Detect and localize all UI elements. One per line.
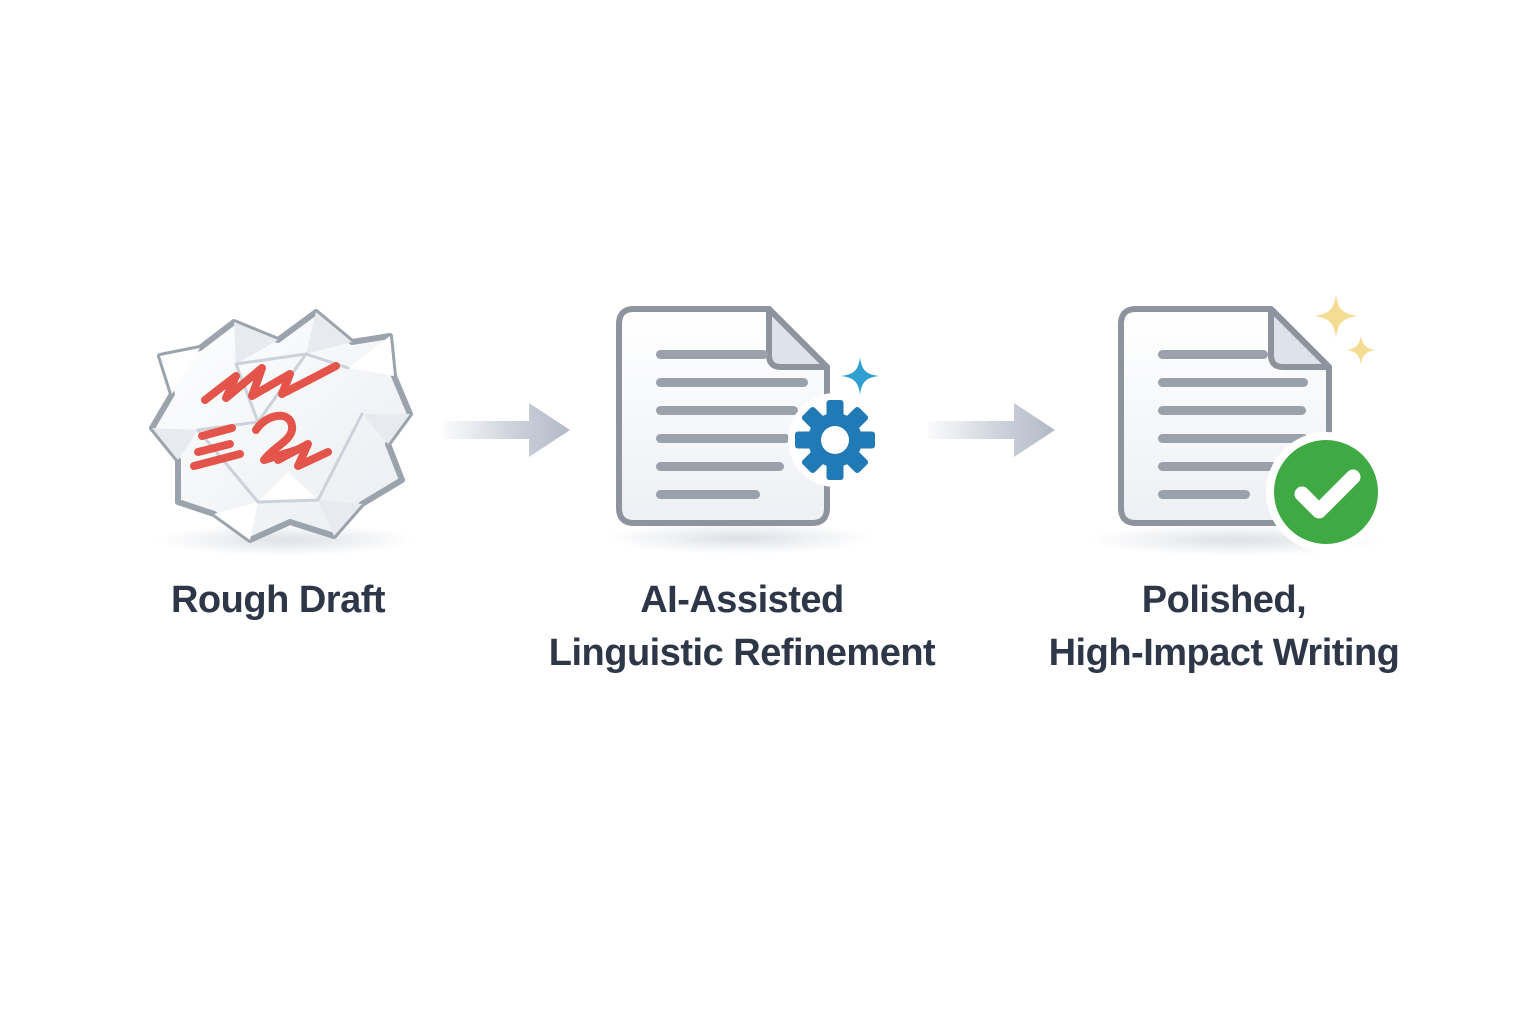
step-label: Polished, High-Impact Writing bbox=[1049, 574, 1400, 680]
document-gear-sparkle-icon bbox=[616, 306, 883, 526]
document-fold-corner bbox=[766, 306, 830, 370]
step-label-line1: Polished, bbox=[1141, 579, 1307, 621]
doc-text-line bbox=[1158, 350, 1268, 359]
doc-text-line bbox=[656, 462, 784, 471]
step-ai-refinement: AI-Assisted Linguistic Refinement bbox=[512, 300, 972, 680]
doc-text-line bbox=[656, 490, 760, 499]
doc-text-line bbox=[656, 434, 790, 443]
doc-text-line bbox=[1158, 378, 1308, 387]
icon-area bbox=[1079, 294, 1386, 552]
checkmark-icon bbox=[1294, 469, 1361, 519]
doc-text-line bbox=[1158, 406, 1306, 415]
step-label: Rough Draft bbox=[170, 574, 386, 627]
doc-text-line bbox=[656, 350, 768, 359]
flow-arrow bbox=[443, 398, 573, 462]
checkmark-badge-icon bbox=[1266, 432, 1386, 552]
sparkle-icon bbox=[1346, 335, 1376, 365]
ground-shadow bbox=[605, 522, 875, 554]
doc-text-line bbox=[1158, 490, 1250, 499]
sparkle-icon bbox=[1314, 294, 1358, 338]
document-fold-corner bbox=[1268, 306, 1332, 370]
doc-text-line bbox=[656, 406, 798, 415]
paper-ball-outline bbox=[149, 309, 413, 543]
doc-text-line bbox=[1158, 462, 1284, 471]
step-label-text: Rough Draft bbox=[170, 579, 386, 621]
step-polished-writing: Polished, High-Impact Writing bbox=[994, 294, 1454, 680]
step-label-line2: Linguistic Refinement bbox=[548, 632, 936, 674]
crumpled-paper-icon bbox=[149, 309, 413, 543]
gear-icon bbox=[788, 393, 882, 487]
icon-area bbox=[597, 300, 887, 552]
step-label-line1: AI-Assisted bbox=[640, 579, 844, 621]
step-rough-draft: Rough Draft bbox=[48, 300, 508, 627]
step-label-line2: High-Impact Writing bbox=[1048, 632, 1400, 674]
document-text-lines bbox=[1158, 350, 1308, 499]
icon-area bbox=[138, 300, 418, 552]
sparkle-icon bbox=[837, 353, 883, 399]
document-text-lines bbox=[656, 350, 808, 499]
step-label: AI-Assisted Linguistic Refinement bbox=[548, 574, 936, 680]
arrow-right-icon bbox=[928, 403, 1055, 457]
flow-arrow bbox=[928, 398, 1058, 462]
paper-facets bbox=[152, 312, 410, 540]
doc-text-line bbox=[656, 378, 808, 387]
document-checkmark-sparkles-icon bbox=[1118, 294, 1386, 552]
doc-text-line bbox=[1158, 434, 1308, 443]
red-scribbles bbox=[190, 362, 340, 470]
ground-shadow bbox=[155, 524, 415, 556]
arrow-right-icon bbox=[443, 403, 570, 457]
